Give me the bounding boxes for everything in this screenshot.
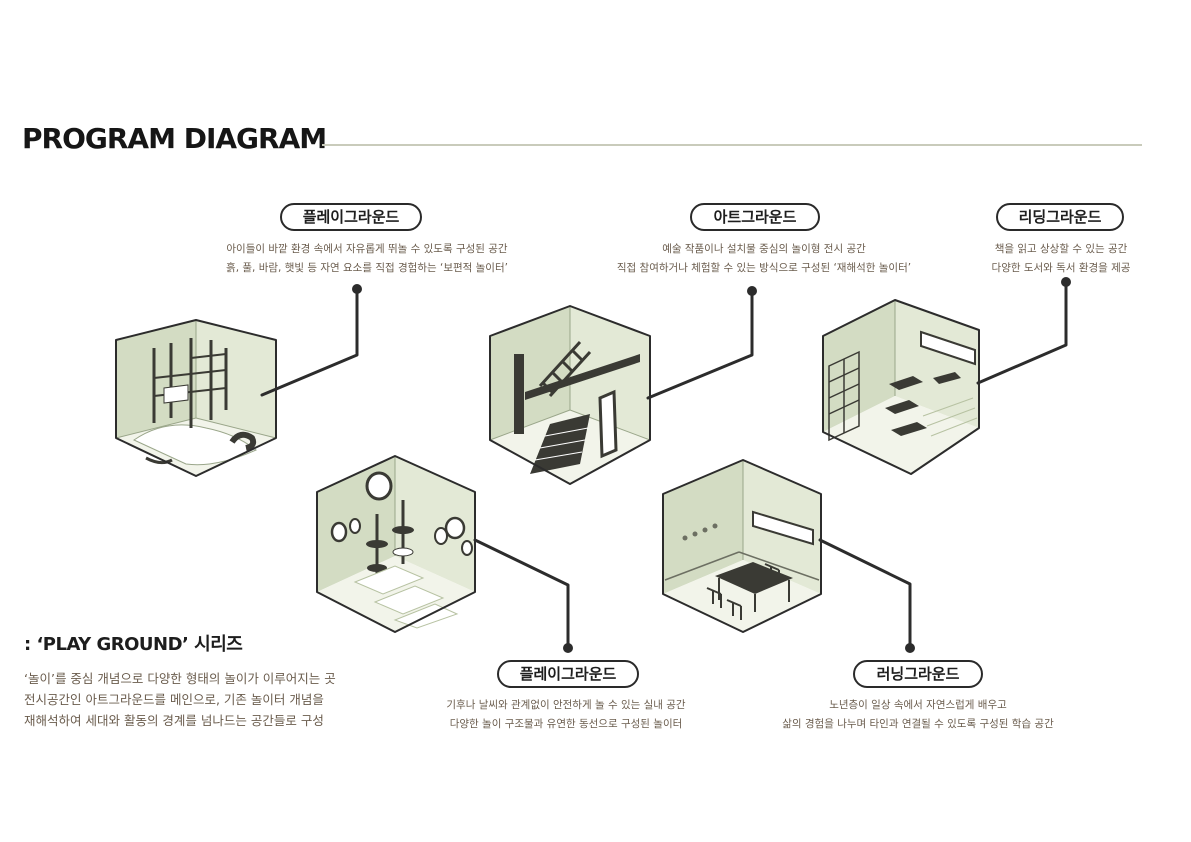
label-art-ground: 아트그라운드	[690, 203, 820, 231]
title-divider	[322, 144, 1142, 146]
label-reading-ground: 리딩그라운드	[996, 203, 1124, 231]
leader-line-learning-ground	[818, 538, 915, 653]
label-learning-ground: 러닝그라운드	[853, 660, 983, 688]
leader-line-playground-outdoor	[260, 284, 362, 397]
label-playground-indoor: 플레이그라운드	[497, 660, 639, 688]
label-playground-outdoor: 플레이그라운드	[280, 203, 422, 231]
leader-line-art-ground	[646, 286, 757, 400]
hexagon-learning-ground	[662, 459, 822, 633]
leader-line-reading-ground	[976, 277, 1071, 385]
hexagon-playground-indoor	[316, 455, 476, 633]
series-description: ‘놀이’를 중심 개념으로 다양한 형태의 놀이가 이루어지는 곳 전시공간인 …	[24, 671, 336, 728]
hexagon-art-ground	[489, 305, 651, 485]
page-title: PROGRAM DIAGRAM	[22, 122, 327, 155]
leader-line-playground-indoor	[473, 538, 573, 653]
series-title: : ‘PLAY GROUND’ 시리즈	[24, 634, 243, 655]
hexagon-playground-outdoor	[115, 319, 277, 477]
hexagon-reading-ground	[822, 299, 980, 475]
